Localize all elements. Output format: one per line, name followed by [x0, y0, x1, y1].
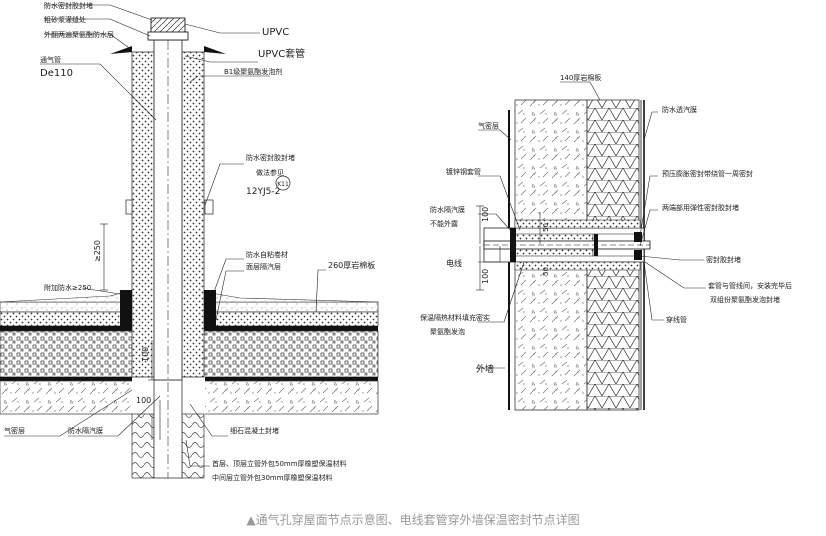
label-pu-waterproof: 外翻两遍聚氨酯防水层 — [44, 30, 114, 39]
label-vapor-membrane: 防水隔汽膜 — [68, 426, 103, 435]
label-sealant: 防水密封胶封堵 — [246, 153, 295, 162]
label-no-expose: 不能外露 — [430, 219, 458, 228]
label-wire: 电线 — [446, 258, 462, 268]
label-concrete-seal: 细石混凝土封堵 — [230, 426, 279, 435]
label-fill-insulation: 保温隔热材料填充密实 — [420, 313, 490, 322]
label-mortar: 粗砂浆灌缝处 — [44, 15, 86, 24]
label-ref: 做法参见 — [256, 168, 284, 177]
dim-100-a: 100 — [141, 347, 150, 362]
label-sleeve-gap: 套管与管线间，安装完毕后 — [708, 281, 792, 290]
label-vent-pipe: 通气管 — [40, 55, 61, 64]
label-air-layer: 气密层 — [4, 426, 25, 435]
label-b1-foam: B1级聚氨酯发泡剂 — [224, 67, 282, 76]
label-airtight-layer: 气密层 — [478, 121, 499, 130]
label-rockwool-260: 260厚岩棉板 — [328, 260, 375, 270]
sleeve-wall-right — [181, 51, 205, 378]
wire-sleeve-detail: 140厚岩棉板 气密层 镀锌钢套管 防水隔汽膜 不能外露 电线 100 100 … — [420, 73, 792, 411]
sleeve-wall-left — [131, 51, 155, 378]
label-k11: K11 — [277, 181, 289, 188]
label-flashing: 防水自粘卷材 — [246, 250, 288, 259]
label-upvc-sleeve: UPVC套管 — [258, 47, 305, 60]
label-sealant-top: 防水密封胶封堵 — [44, 1, 93, 10]
label-conduit: 穿线管 — [666, 315, 687, 324]
dim-100-b: 100 — [136, 396, 151, 405]
figure-caption: ▲通气孔穿屋面节点示意图、电线套管穿外墙保温密封节点详图 — [246, 513, 580, 527]
label-add-waterproof: 附加防水≥250 — [44, 283, 91, 292]
label-de110: De110 — [40, 68, 73, 79]
dim-50-b: 50 — [542, 267, 550, 276]
label-note-50mm: 首层、顶层立管外包50mm厚橡塑保温材料 — [212, 459, 347, 468]
label-note-30mm: 中间层立管外包30mm厚橡塑保温材料 — [212, 473, 333, 482]
label-rockwool-140: 140厚岩棉板 — [560, 73, 601, 82]
dim-50-a: 50 — [542, 223, 550, 232]
label-precompressed-tape: 预压膨胀密封带绕管一周密封 — [662, 169, 753, 178]
label-exterior-wall: 外墙 — [476, 363, 494, 375]
dim-100-bottom: 100 — [481, 269, 490, 284]
label-pu-foam: 聚氨酯发泡 — [430, 327, 465, 336]
pipe-insulation-right — [181, 413, 205, 479]
pipe-insulation-left — [131, 413, 155, 479]
dim-100-top: 100 — [481, 207, 490, 222]
label-steel-sleeve: 镀锌钢套管 — [446, 167, 481, 176]
label-sealant-r: 密封胶封堵 — [706, 255, 741, 264]
label-membrane: 面层隔汽层 — [246, 262, 281, 271]
label-breathable-membrane: 防水透汽膜 — [662, 105, 697, 114]
label-atlas: 12YJ5-2 — [246, 187, 280, 197]
roof-vent-detail: 防水密封胶封堵 粗砂浆灌缝处 外翻两遍聚氨酯防水层 通气管 De110 UPVC… — [0, 1, 379, 482]
label-two-part-foam: 双组份聚氨酯发泡封堵 — [710, 295, 780, 304]
dim-250: ≥250 — [93, 240, 102, 262]
label-vapor-membrane-r: 防水隔汽膜 — [430, 205, 465, 214]
label-both-ends-seal: 两端部用弹性密封胶封堵 — [662, 203, 739, 212]
label-upvc: UPVC — [262, 27, 289, 38]
